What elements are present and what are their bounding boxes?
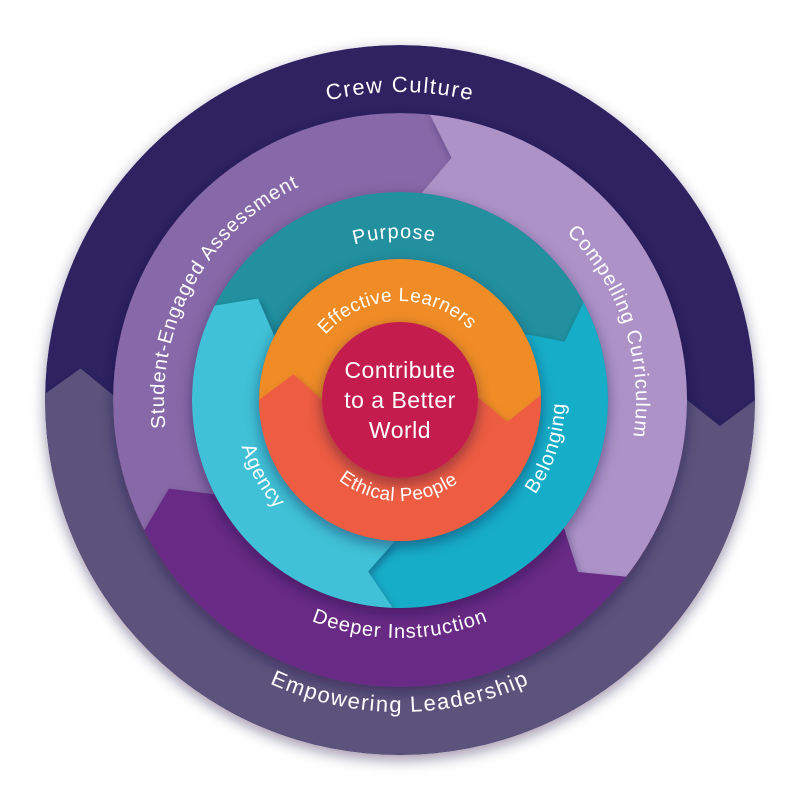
core-label-line-2: to a Better xyxy=(344,387,456,413)
ring-practices-segment-deeper-instruction-arrow xyxy=(144,488,627,687)
core-label-line-3: World xyxy=(369,417,431,443)
ring-practices-segment-compelling-curriculum-arrow xyxy=(421,114,687,577)
ring-conditions-segment-agency-arrow xyxy=(192,298,396,608)
ring-conditions-segment-belonging-arrow xyxy=(368,302,608,608)
core-label-line-1: Contribute xyxy=(344,357,455,383)
core-circle xyxy=(322,322,478,478)
ring-culture-segment-empowering-leadership-arrow xyxy=(45,368,755,755)
ring-outcomes-segment-ethical-people-arrow xyxy=(259,374,541,541)
